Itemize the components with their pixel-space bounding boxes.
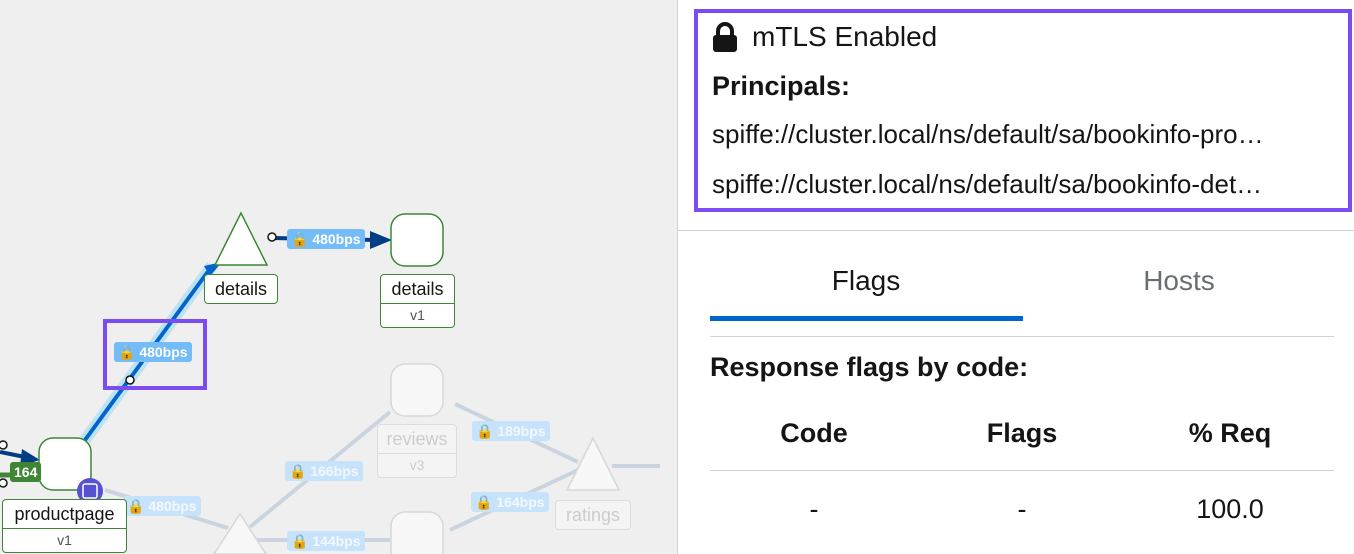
mtls-status-text: mTLS Enabled bbox=[752, 21, 938, 52]
node-name: productpage bbox=[14, 504, 115, 524]
mtls-summary: mTLS Enabled Principals: spiffe://cluste… bbox=[694, 9, 1352, 212]
node-name: reviews bbox=[386, 429, 448, 449]
edge-anchor bbox=[0, 478, 8, 488]
edge-rate-text: 164bps bbox=[496, 494, 545, 510]
edge-rate-text: 189bps bbox=[497, 423, 546, 439]
section-title: Response flags by code: bbox=[710, 352, 1029, 382]
table-header-divider bbox=[710, 470, 1334, 471]
edge-rate-text: 480bps bbox=[148, 498, 197, 514]
reviews-service-node[interactable] bbox=[213, 512, 267, 554]
productpage-reviews-rate-badge: 🔒 480bps bbox=[123, 496, 201, 516]
service-graph[interactable]: 🔒 480bps 🔒 480bps 🔒 480bps 🔒 166bps 🔒 18… bbox=[0, 0, 677, 554]
lock-icon bbox=[713, 22, 737, 52]
details-edge-rate-badge: 🔒 480bps bbox=[287, 229, 365, 249]
table-cell-percent-req: 100.0 bbox=[1196, 494, 1264, 524]
reviews-v3-label[interactable]: reviews v3 bbox=[377, 424, 457, 478]
tabs-divider bbox=[710, 336, 1334, 337]
side-panel: mTLS Enabled Principals: spiffe://cluste… bbox=[678, 0, 1354, 554]
active-tab-indicator bbox=[710, 316, 1023, 321]
table-cell-code: - bbox=[809, 494, 819, 524]
tab-flags[interactable]: Flags bbox=[831, 265, 901, 296]
node-name: details bbox=[214, 279, 268, 299]
column-header-percent-req: % Req bbox=[1188, 418, 1272, 448]
principal-item: spiffe://cluster.local/ns/default/sa/boo… bbox=[712, 119, 1264, 149]
reviews-v3-node[interactable] bbox=[390, 363, 444, 417]
reviews-v2-node[interactable] bbox=[390, 511, 444, 554]
table-cell-flags: - bbox=[1017, 494, 1027, 524]
ratings-service-label[interactable]: ratings bbox=[555, 500, 631, 530]
mtls-status: mTLS Enabled bbox=[712, 21, 937, 53]
ratings-service-node[interactable] bbox=[565, 436, 621, 491]
details-service-label[interactable]: details bbox=[204, 274, 278, 304]
node-version: v1 bbox=[3, 528, 126, 552]
node-name: details bbox=[391, 279, 444, 299]
virtual-service-glyph-icon bbox=[82, 483, 98, 499]
edge-rate-text: 166bps bbox=[310, 463, 359, 479]
ratings-rate-badge-bottom: 🔒 164bps bbox=[471, 492, 549, 512]
column-header-code: Code bbox=[780, 418, 848, 448]
reviews-v3-rate-badge: 🔒 166bps bbox=[285, 461, 363, 481]
edge-rate-text: 144bps bbox=[312, 533, 361, 549]
principals-label: Principals: bbox=[712, 71, 851, 101]
edge-arrowhead bbox=[370, 231, 392, 249]
edge-rate-text: 164 bbox=[14, 464, 38, 480]
node-version: v1 bbox=[381, 303, 454, 327]
edge-rate-text: 480bps bbox=[139, 344, 188, 360]
ingress-rate-badge: 164 bbox=[10, 462, 42, 482]
tab-hosts[interactable]: Hosts bbox=[1143, 265, 1215, 296]
edge-anchor bbox=[0, 440, 8, 450]
reviews-v2-rate-badge: 🔒 144bps bbox=[287, 531, 365, 551]
edge-rate-text: 480bps bbox=[312, 231, 361, 247]
edge-highlight-box bbox=[103, 319, 207, 390]
edge-anchor bbox=[267, 232, 277, 242]
details-workload-node[interactable] bbox=[390, 213, 444, 267]
column-header-flags: Flags bbox=[986, 418, 1058, 448]
details-service-node[interactable] bbox=[213, 211, 269, 266]
details-workload-label[interactable]: details v1 bbox=[380, 274, 455, 328]
principal-item: spiffe://cluster.local/ns/default/sa/boo… bbox=[712, 169, 1263, 199]
edge-anchor bbox=[125, 375, 135, 385]
edge-arrowhead bbox=[20, 449, 40, 466]
productpage-details-rate-badge: 🔒 480bps bbox=[114, 342, 192, 362]
section-divider bbox=[678, 230, 1354, 231]
ratings-rate-badge-top: 🔒 189bps bbox=[472, 421, 550, 441]
node-name: ratings bbox=[565, 505, 621, 525]
productpage-label[interactable]: productpage v1 bbox=[2, 499, 127, 553]
node-version: v3 bbox=[378, 453, 456, 477]
panel-divider bbox=[677, 0, 678, 554]
